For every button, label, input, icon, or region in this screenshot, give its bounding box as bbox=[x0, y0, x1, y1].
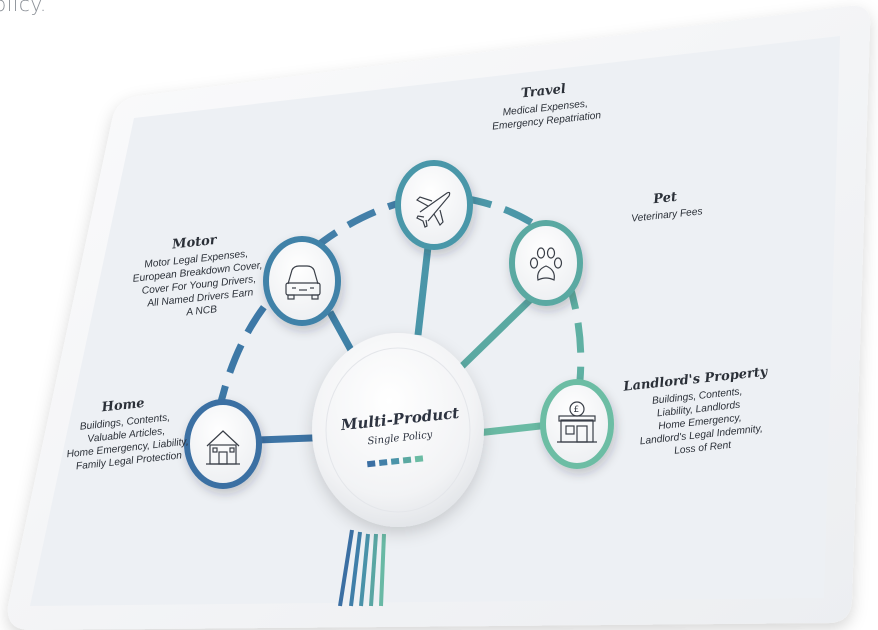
label-landlord: Landlord's Property Buildings, Contents,… bbox=[610, 363, 788, 463]
shop-pound-icon: £ bbox=[557, 401, 597, 443]
house-icon bbox=[206, 430, 240, 465]
center-node bbox=[312, 333, 484, 527]
node-motor bbox=[263, 236, 341, 326]
airplane-icon bbox=[416, 191, 451, 228]
label-home: Home Buildings, Contents, Valuable Artic… bbox=[55, 391, 198, 475]
car-icon bbox=[285, 265, 321, 300]
policy-bundle-lines bbox=[338, 529, 386, 607]
paw-icon bbox=[529, 247, 563, 281]
center-bar-indicator bbox=[366, 455, 424, 468]
svg-text:£: £ bbox=[574, 405, 580, 415]
node-home bbox=[184, 399, 262, 489]
page-intro-text: olicy. bbox=[0, 0, 47, 16]
node-landlord bbox=[540, 379, 614, 469]
node-travel bbox=[395, 160, 473, 250]
node-pet bbox=[509, 220, 583, 306]
label-motor: Motor Motor Legal Expenses, European Bre… bbox=[124, 228, 272, 325]
